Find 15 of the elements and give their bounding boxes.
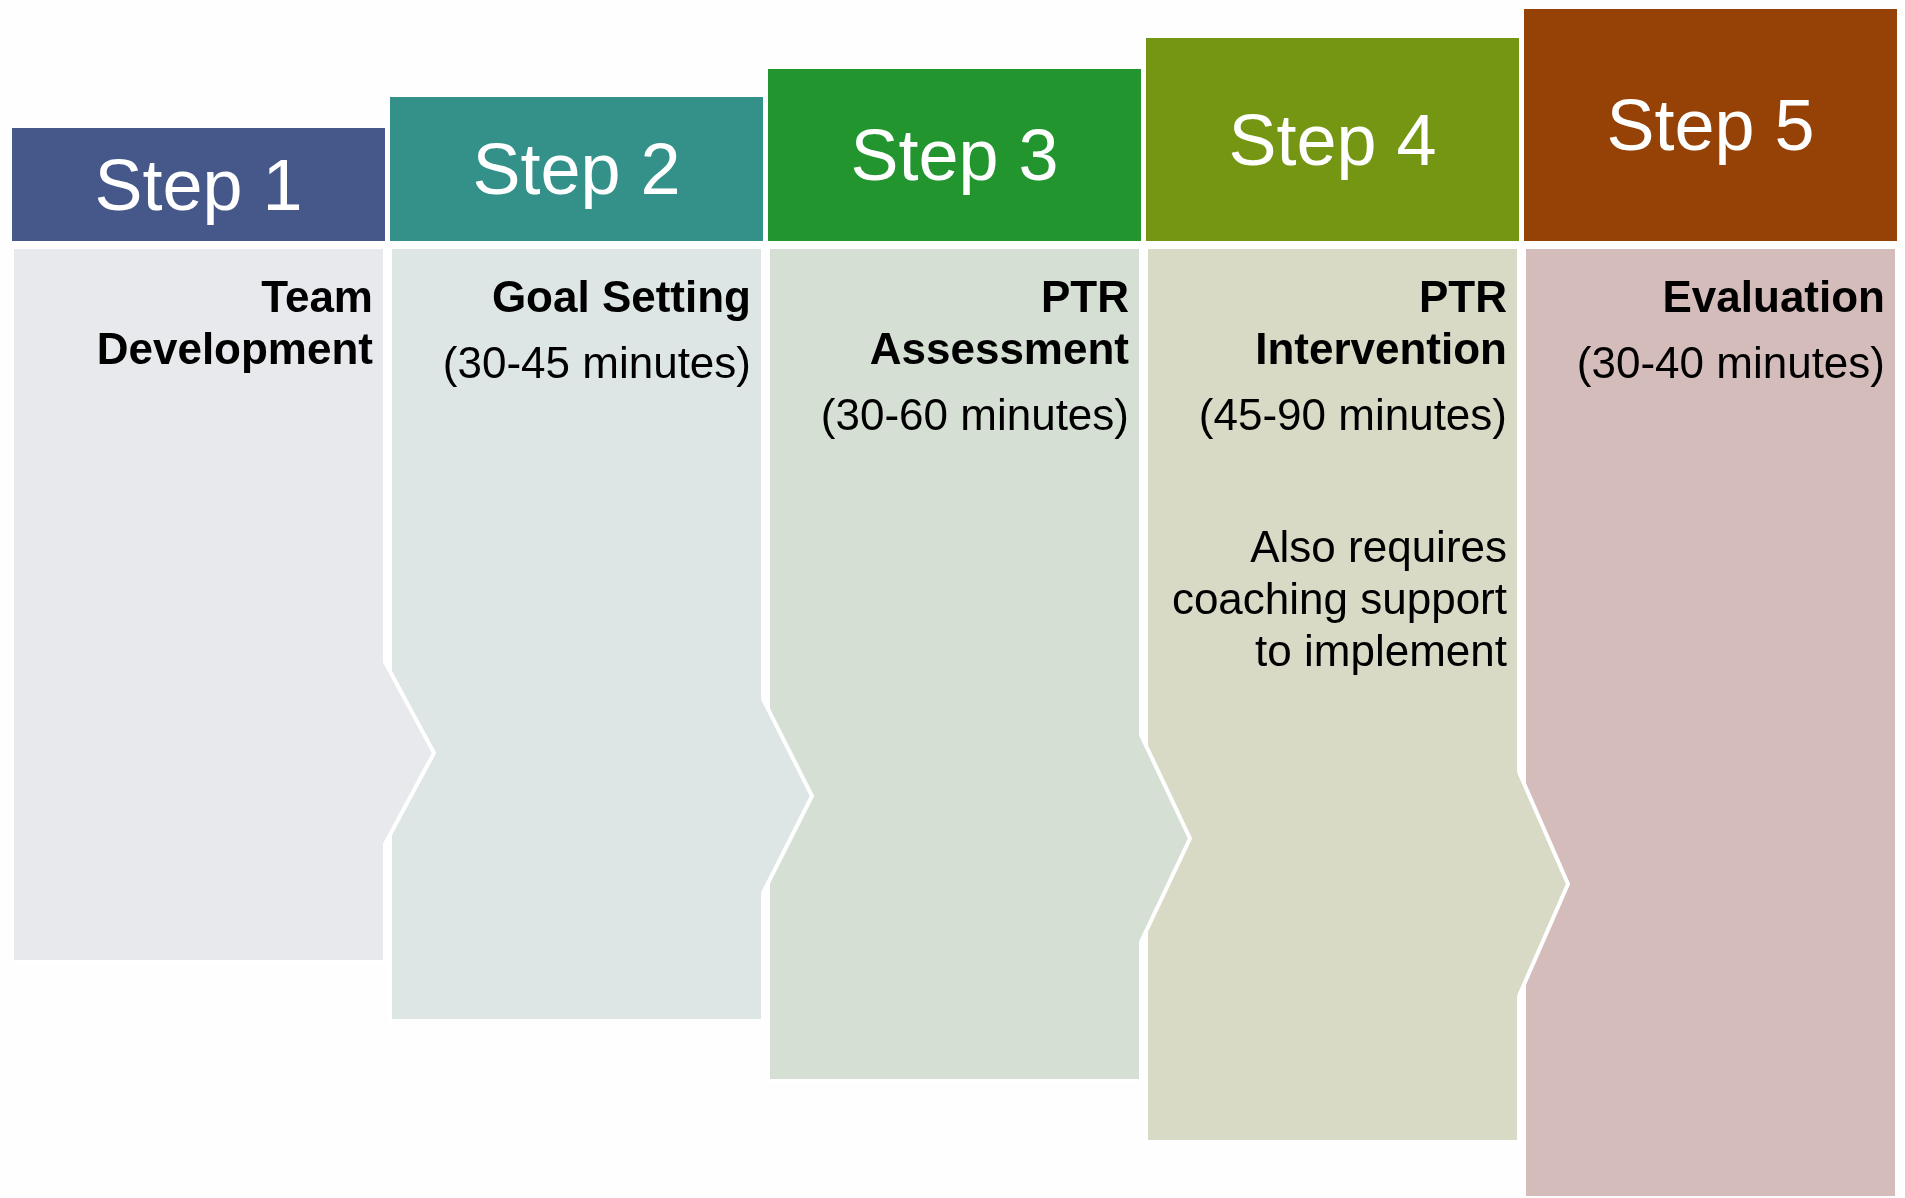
duration-text: (45-90 minutes) <box>1197 389 1507 441</box>
note-text: Also requires coaching support to implement <box>1170 521 1507 677</box>
step-header: Step 4 <box>1146 38 1519 241</box>
step-header: Step 1 <box>12 128 385 241</box>
step-title: Evaluation <box>1661 271 1885 323</box>
step-header: Step 3 <box>768 69 1141 241</box>
step-header: Step 5 <box>1524 9 1897 241</box>
step-title: PTR Assessment <box>868 271 1129 375</box>
step-title: PTR Intervention <box>1254 271 1507 375</box>
step-header: Step 2 <box>390 97 763 241</box>
duration-text: (30-60 minutes) <box>819 389 1129 441</box>
step-title: Team Development <box>95 271 373 375</box>
duration-text: (30-40 minutes) <box>1575 337 1885 389</box>
step-title: Goal Setting <box>490 271 751 323</box>
duration-text: (30-45 minutes) <box>441 337 751 389</box>
